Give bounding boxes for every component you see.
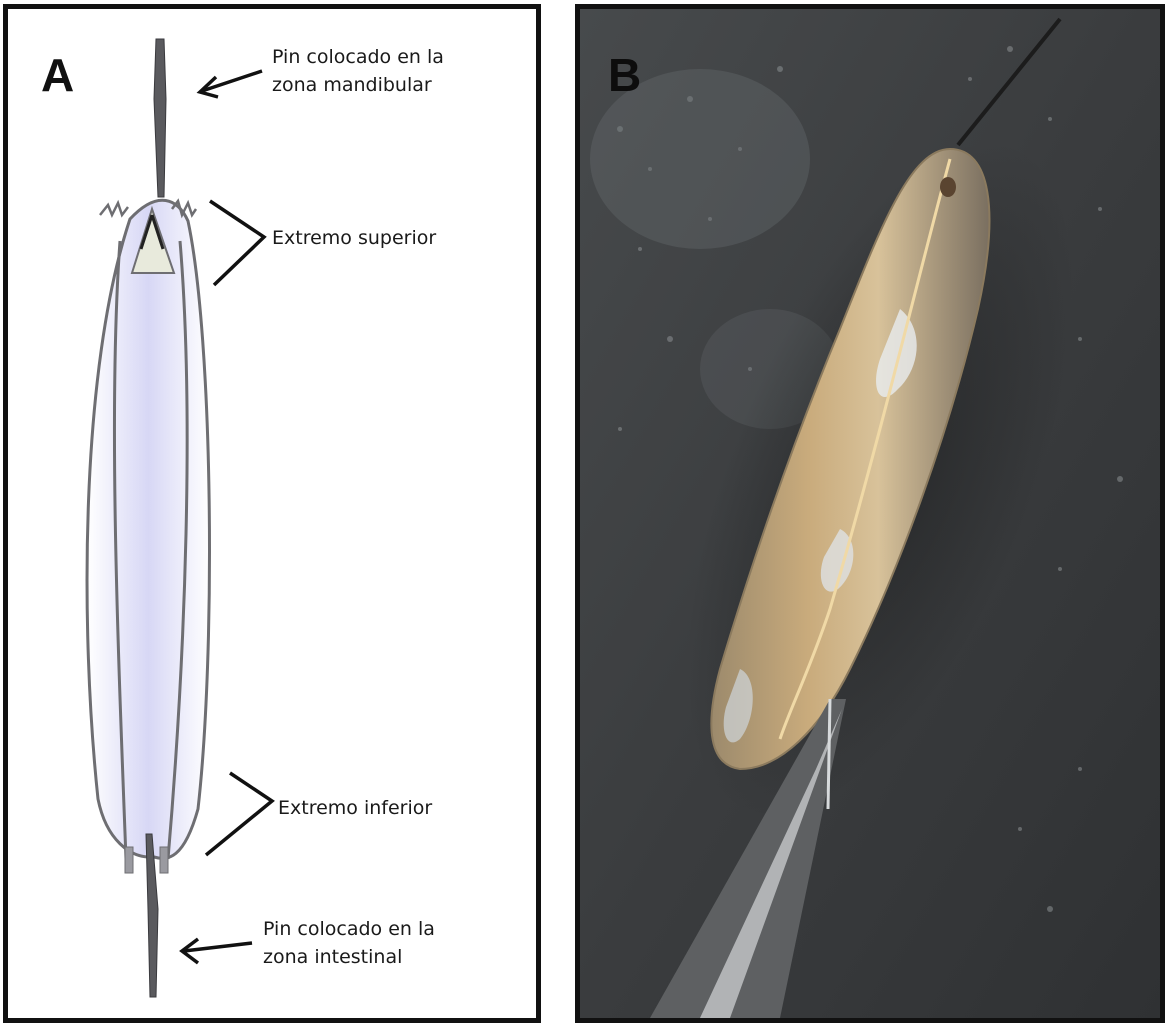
specimen-photo: [580, 9, 1160, 1018]
bracket-lower-end: [206, 773, 272, 855]
arrow-pin-bottom: [182, 939, 252, 963]
panel-letter-b: B: [608, 52, 641, 98]
specimen-body: [87, 200, 209, 858]
panel-letter-a: A: [41, 52, 74, 98]
top-pin: [154, 39, 166, 197]
panel-b-photo: B: [575, 4, 1165, 1023]
panel-a-diagram: A Pin colocado en la zona mandibular Ext…: [3, 4, 541, 1023]
label-upper-end: Extremo superior: [272, 224, 512, 252]
arrow-pin-top: [200, 71, 262, 97]
tail-stub-left: [125, 847, 133, 873]
label-pin-intestinal: Pin colocado en la zona intestinal: [263, 915, 503, 971]
tail-stub-right: [160, 847, 168, 873]
specimen-schematic: [8, 9, 536, 1018]
label-lower-end: Extremo inferior: [278, 794, 518, 822]
upper-frill-left: [100, 203, 128, 215]
label-pin-mandibular: Pin colocado en la zona mandibular: [272, 43, 512, 99]
bracket-upper-end: [210, 201, 264, 285]
